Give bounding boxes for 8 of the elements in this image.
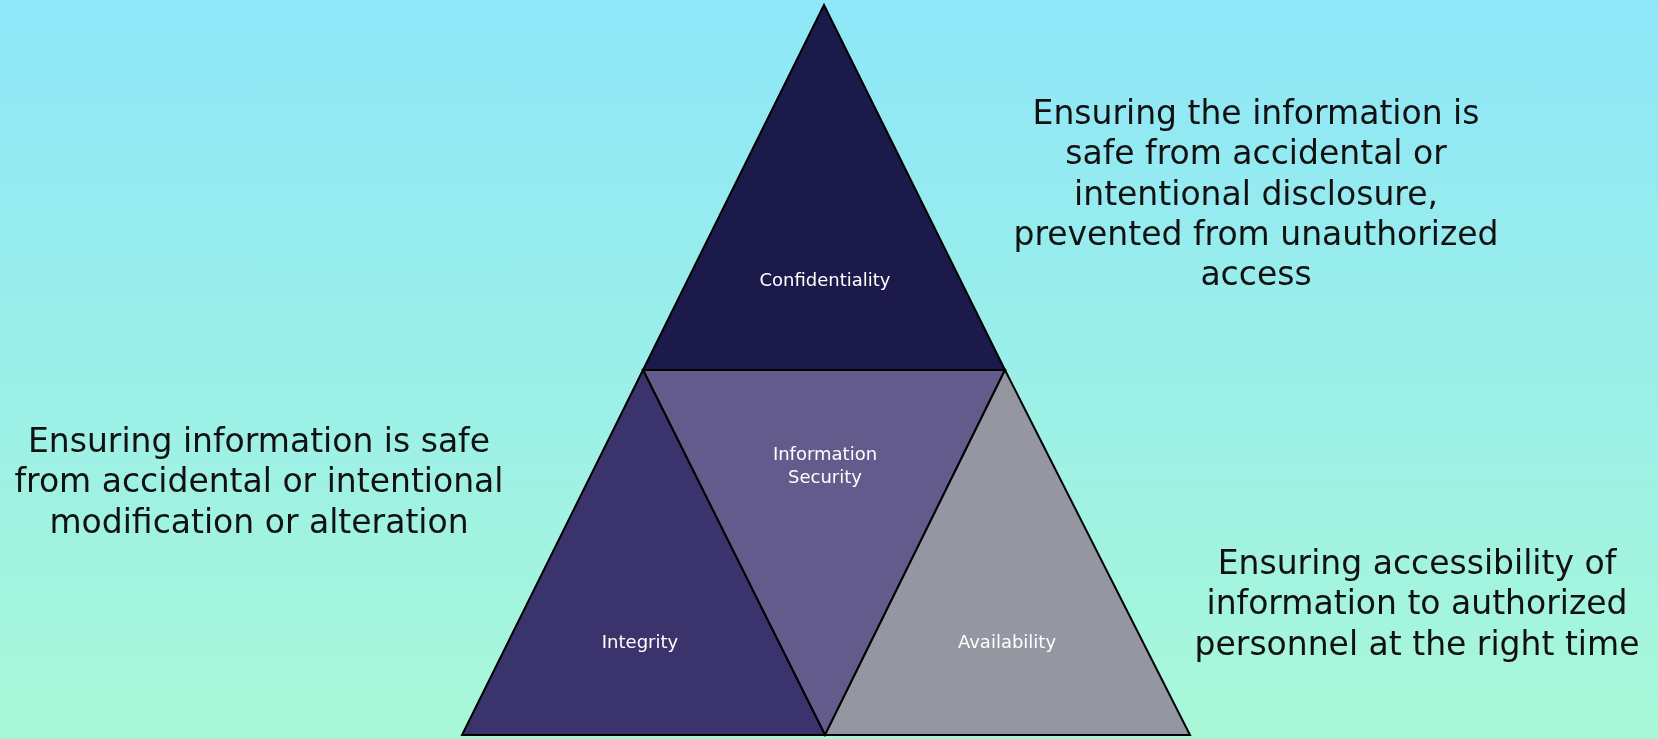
segment-label: Information Security <box>771 441 879 489</box>
triangle-segment <box>643 5 1005 370</box>
description-text: Ensuring accessibility of information to authorized personnel at the right time <box>1193 542 1641 664</box>
segment-label: Integrity <box>600 630 680 654</box>
segment-label: Confidentiality <box>758 268 892 292</box>
segment-label: Availability <box>956 630 1058 654</box>
description-text: Ensuring the information is safe from accidental or intentional disclosure, prevented from unauthorized access <box>1012 93 1500 295</box>
description-text: Ensuring information is safe from accidental or intentional modification or alteration <box>13 420 505 542</box>
